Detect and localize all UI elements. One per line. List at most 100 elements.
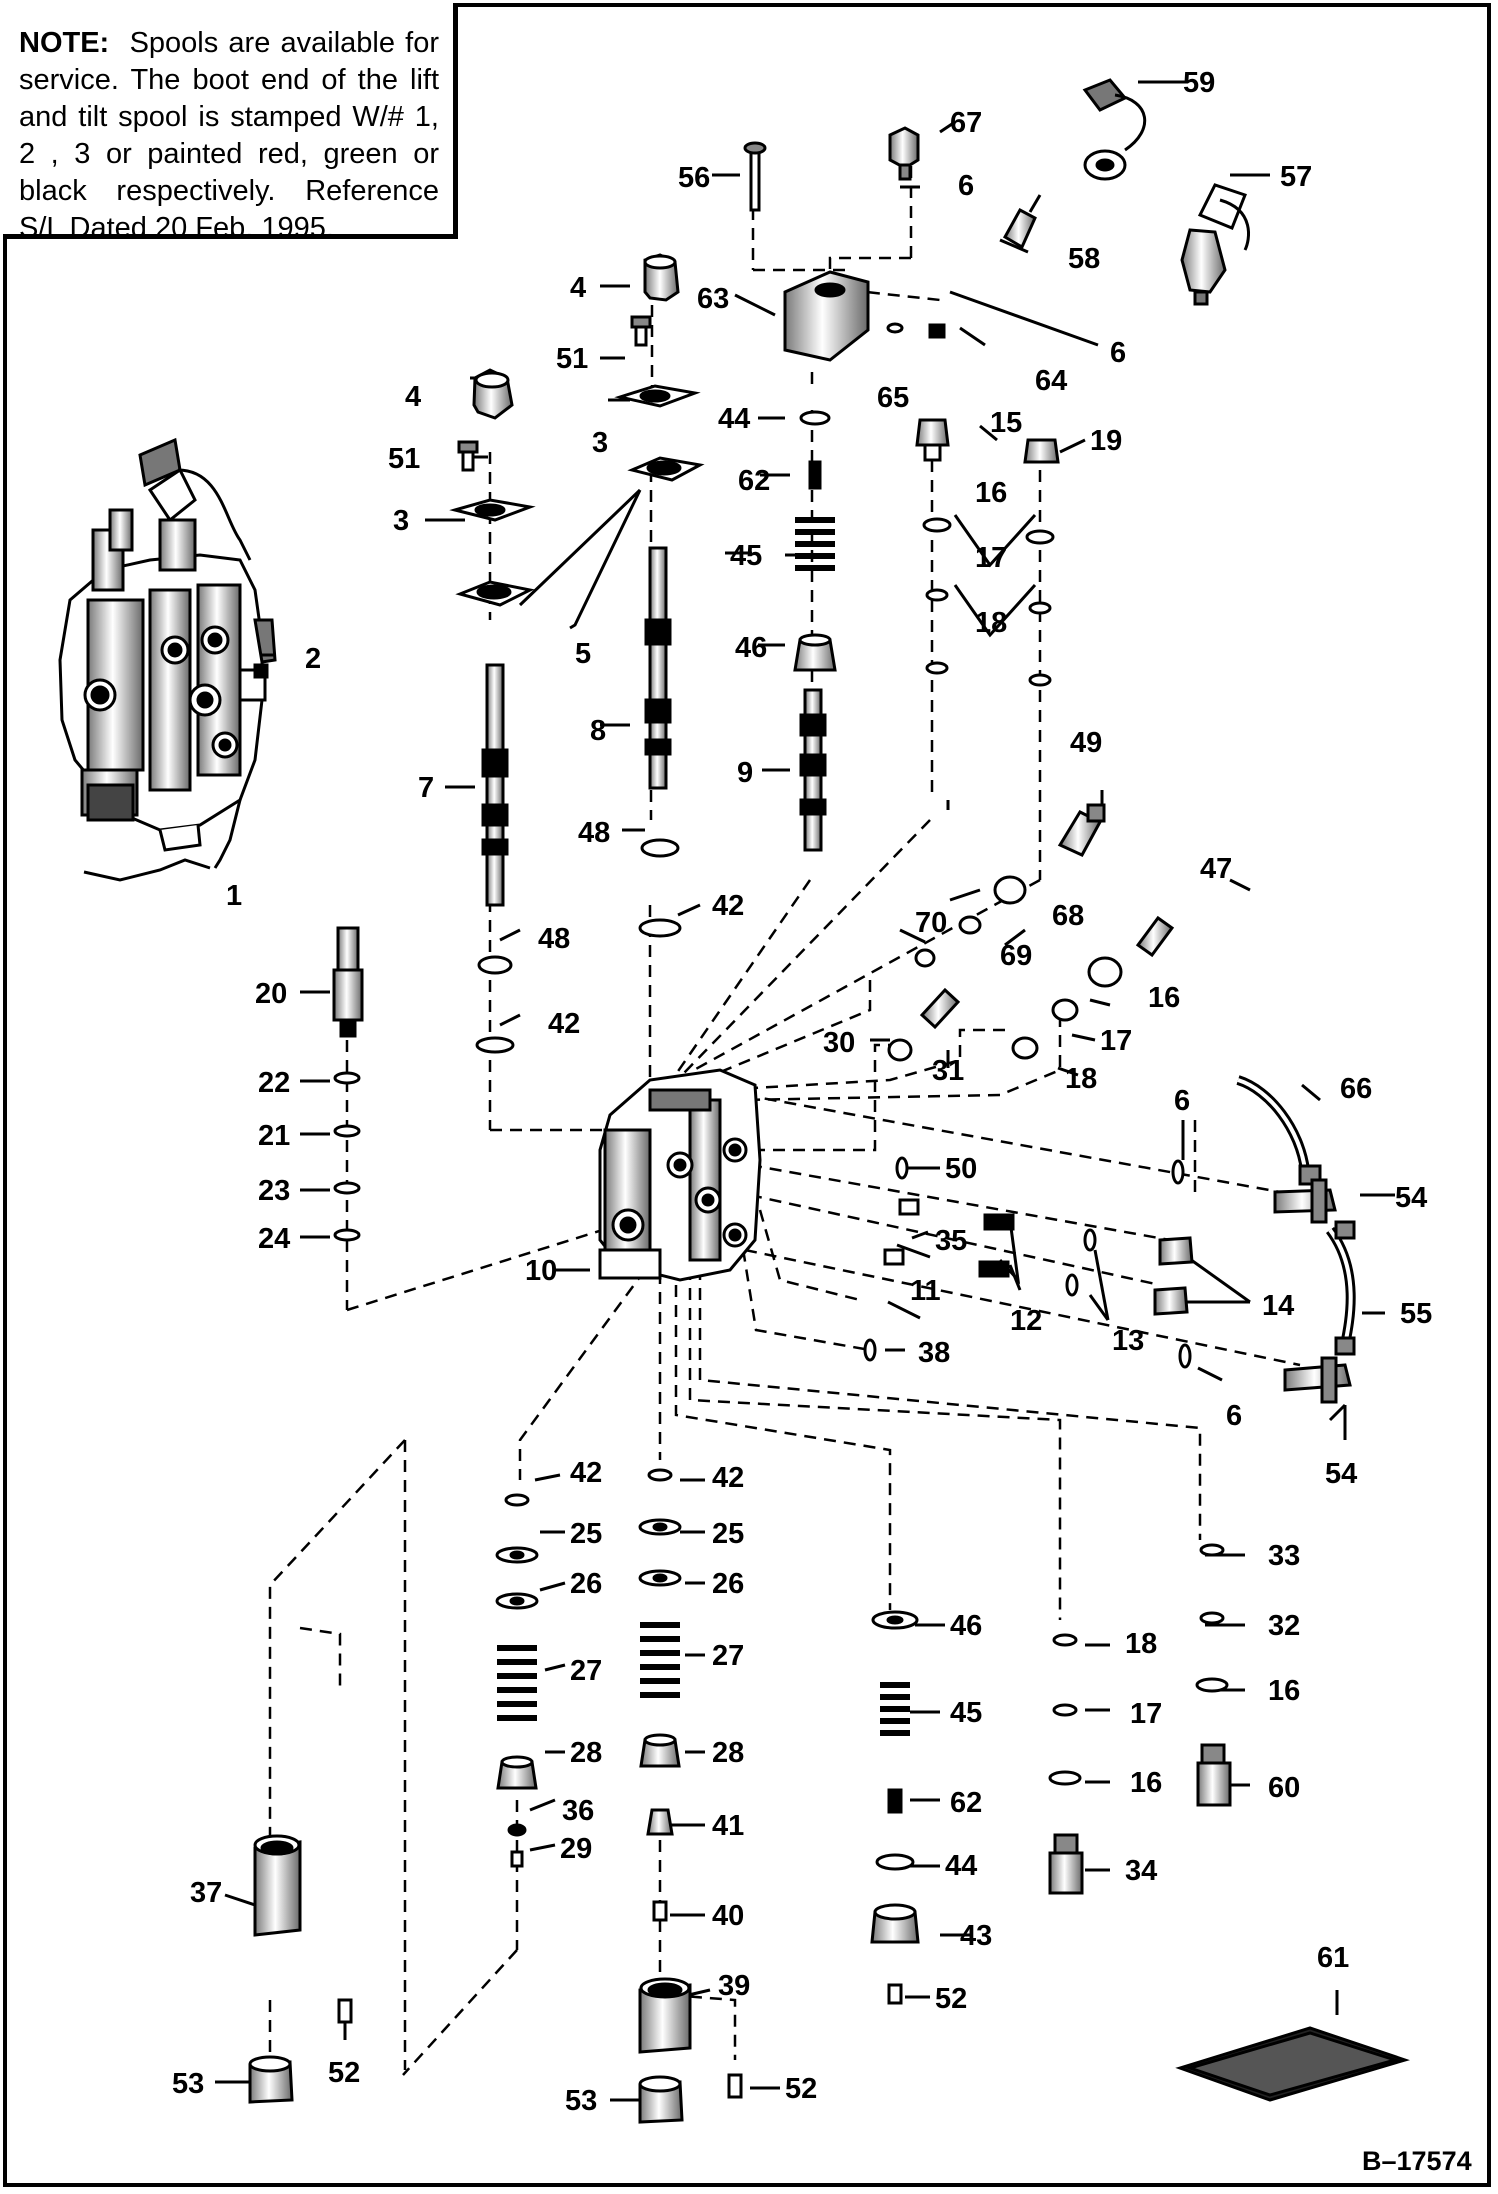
callout-17: 17 [1130, 1698, 1162, 1730]
callout-18: 18 [975, 607, 1007, 639]
callout-40: 40 [712, 1900, 744, 1932]
valve-assembly-illustration [58, 437, 277, 852]
note-body: Spools are available for service. The bo… [19, 27, 439, 244]
callout-41: 41 [712, 1810, 744, 1842]
callout-36: 36 [562, 1795, 594, 1827]
note-heading: NOTE: [19, 27, 110, 59]
side-fittings [863, 1075, 1356, 1404]
callout-51: 51 [556, 343, 588, 375]
callout-62: 62 [950, 1787, 982, 1819]
callout-13: 13 [1112, 1325, 1144, 1357]
callout-19: 19 [1090, 425, 1122, 457]
callout-3: 3 [393, 505, 409, 537]
service-note: NOTE: Spools are available for service. … [3, 3, 458, 244]
callout-7: 7 [418, 772, 434, 804]
callout-44: 44 [945, 1850, 977, 1882]
callout-21: 21 [258, 1120, 290, 1152]
callout-34: 34 [1125, 1855, 1157, 1887]
callout-68: 68 [1052, 900, 1084, 932]
callout-6: 6 [1110, 337, 1126, 369]
callout-27: 27 [570, 1655, 602, 1687]
callout-35: 35 [935, 1225, 967, 1257]
callout-54: 54 [1325, 1458, 1357, 1490]
callout-32: 32 [1268, 1610, 1300, 1642]
callout-26: 26 [570, 1568, 602, 1600]
callout-8: 8 [590, 715, 606, 747]
callout-17: 17 [975, 542, 1007, 574]
callout-70: 70 [915, 907, 947, 939]
callout-42: 42 [570, 1457, 602, 1489]
callout-1: 1 [226, 880, 242, 912]
callout-51: 51 [388, 443, 420, 475]
callout-69: 69 [1000, 940, 1032, 972]
callout-6: 6 [958, 170, 974, 202]
bottom-parts [248, 1468, 1410, 2124]
callout-56: 56 [678, 162, 710, 194]
callout-24: 24 [258, 1223, 290, 1255]
callout-59: 59 [1183, 67, 1215, 99]
callout-48: 48 [578, 817, 610, 849]
callout-23: 23 [258, 1175, 290, 1207]
callout-49: 49 [1070, 727, 1102, 759]
callout-26: 26 [712, 1568, 744, 1600]
valve-body [598, 1068, 762, 1282]
callout-53: 53 [172, 2068, 204, 2100]
port-fittings [887, 803, 1175, 1062]
callout-50: 50 [945, 1153, 977, 1185]
callout-25: 25 [712, 1518, 744, 1550]
callout-20: 20 [255, 978, 287, 1010]
callout-47: 47 [1200, 853, 1232, 885]
callout-58: 58 [1068, 243, 1100, 275]
callout-39: 39 [718, 1970, 750, 2002]
callout-16: 16 [975, 477, 1007, 509]
callout-52: 52 [328, 2057, 360, 2089]
callout-46: 46 [950, 1610, 982, 1642]
callout-45: 45 [730, 540, 762, 572]
callout-42: 42 [712, 890, 744, 922]
callout-33: 33 [1268, 1540, 1300, 1572]
callout-22: 22 [258, 1067, 290, 1099]
callout-52: 52 [935, 1983, 967, 2015]
callout-6: 6 [1226, 1400, 1242, 1432]
callout-28: 28 [712, 1737, 744, 1769]
callout-48: 48 [538, 923, 570, 955]
callout-62: 62 [738, 465, 770, 497]
callout-18: 18 [1065, 1063, 1097, 1095]
callout-38: 38 [918, 1337, 950, 1369]
callout-65: 65 [877, 382, 909, 414]
callout-5: 5 [575, 638, 591, 670]
callout-28: 28 [570, 1737, 602, 1769]
callout-54: 54 [1395, 1182, 1427, 1214]
callout-37: 37 [190, 1877, 222, 1909]
callout-9: 9 [737, 757, 753, 789]
callout-17: 17 [1100, 1025, 1132, 1057]
callout-11: 11 [910, 1275, 941, 1307]
callout-66: 66 [1340, 1073, 1372, 1105]
callout-12: 12 [1010, 1305, 1042, 1337]
callout-6: 6 [1174, 1085, 1190, 1117]
note-text: NOTE: Spools are available for service. … [19, 25, 439, 247]
spool-parts [449, 78, 1251, 1054]
callout-45: 45 [950, 1697, 982, 1729]
callout-55: 55 [1400, 1298, 1432, 1330]
callout-67: 67 [950, 107, 982, 139]
callout-30: 30 [823, 1027, 855, 1059]
callout-16: 16 [1148, 982, 1180, 1014]
callout-16: 16 [1268, 1675, 1300, 1707]
callout-3: 3 [592, 427, 608, 459]
callout-43: 43 [960, 1920, 992, 1952]
callout-61: 61 [1317, 1942, 1349, 1974]
callout-57: 57 [1280, 161, 1312, 193]
callout-60: 60 [1268, 1772, 1300, 1804]
callout-29: 29 [560, 1833, 592, 1865]
callout-2: 2 [305, 643, 321, 675]
callout-25: 25 [570, 1518, 602, 1550]
figure-reference: B–17574 [1362, 2146, 1472, 2176]
callout-63: 63 [697, 283, 729, 315]
callout-42: 42 [712, 1462, 744, 1494]
relief-valve [332, 926, 364, 1242]
callout-44: 44 [718, 403, 750, 435]
callout-10: 10 [525, 1255, 557, 1287]
leader-lines [83, 80, 1395, 2102]
callout-4: 4 [570, 272, 586, 304]
